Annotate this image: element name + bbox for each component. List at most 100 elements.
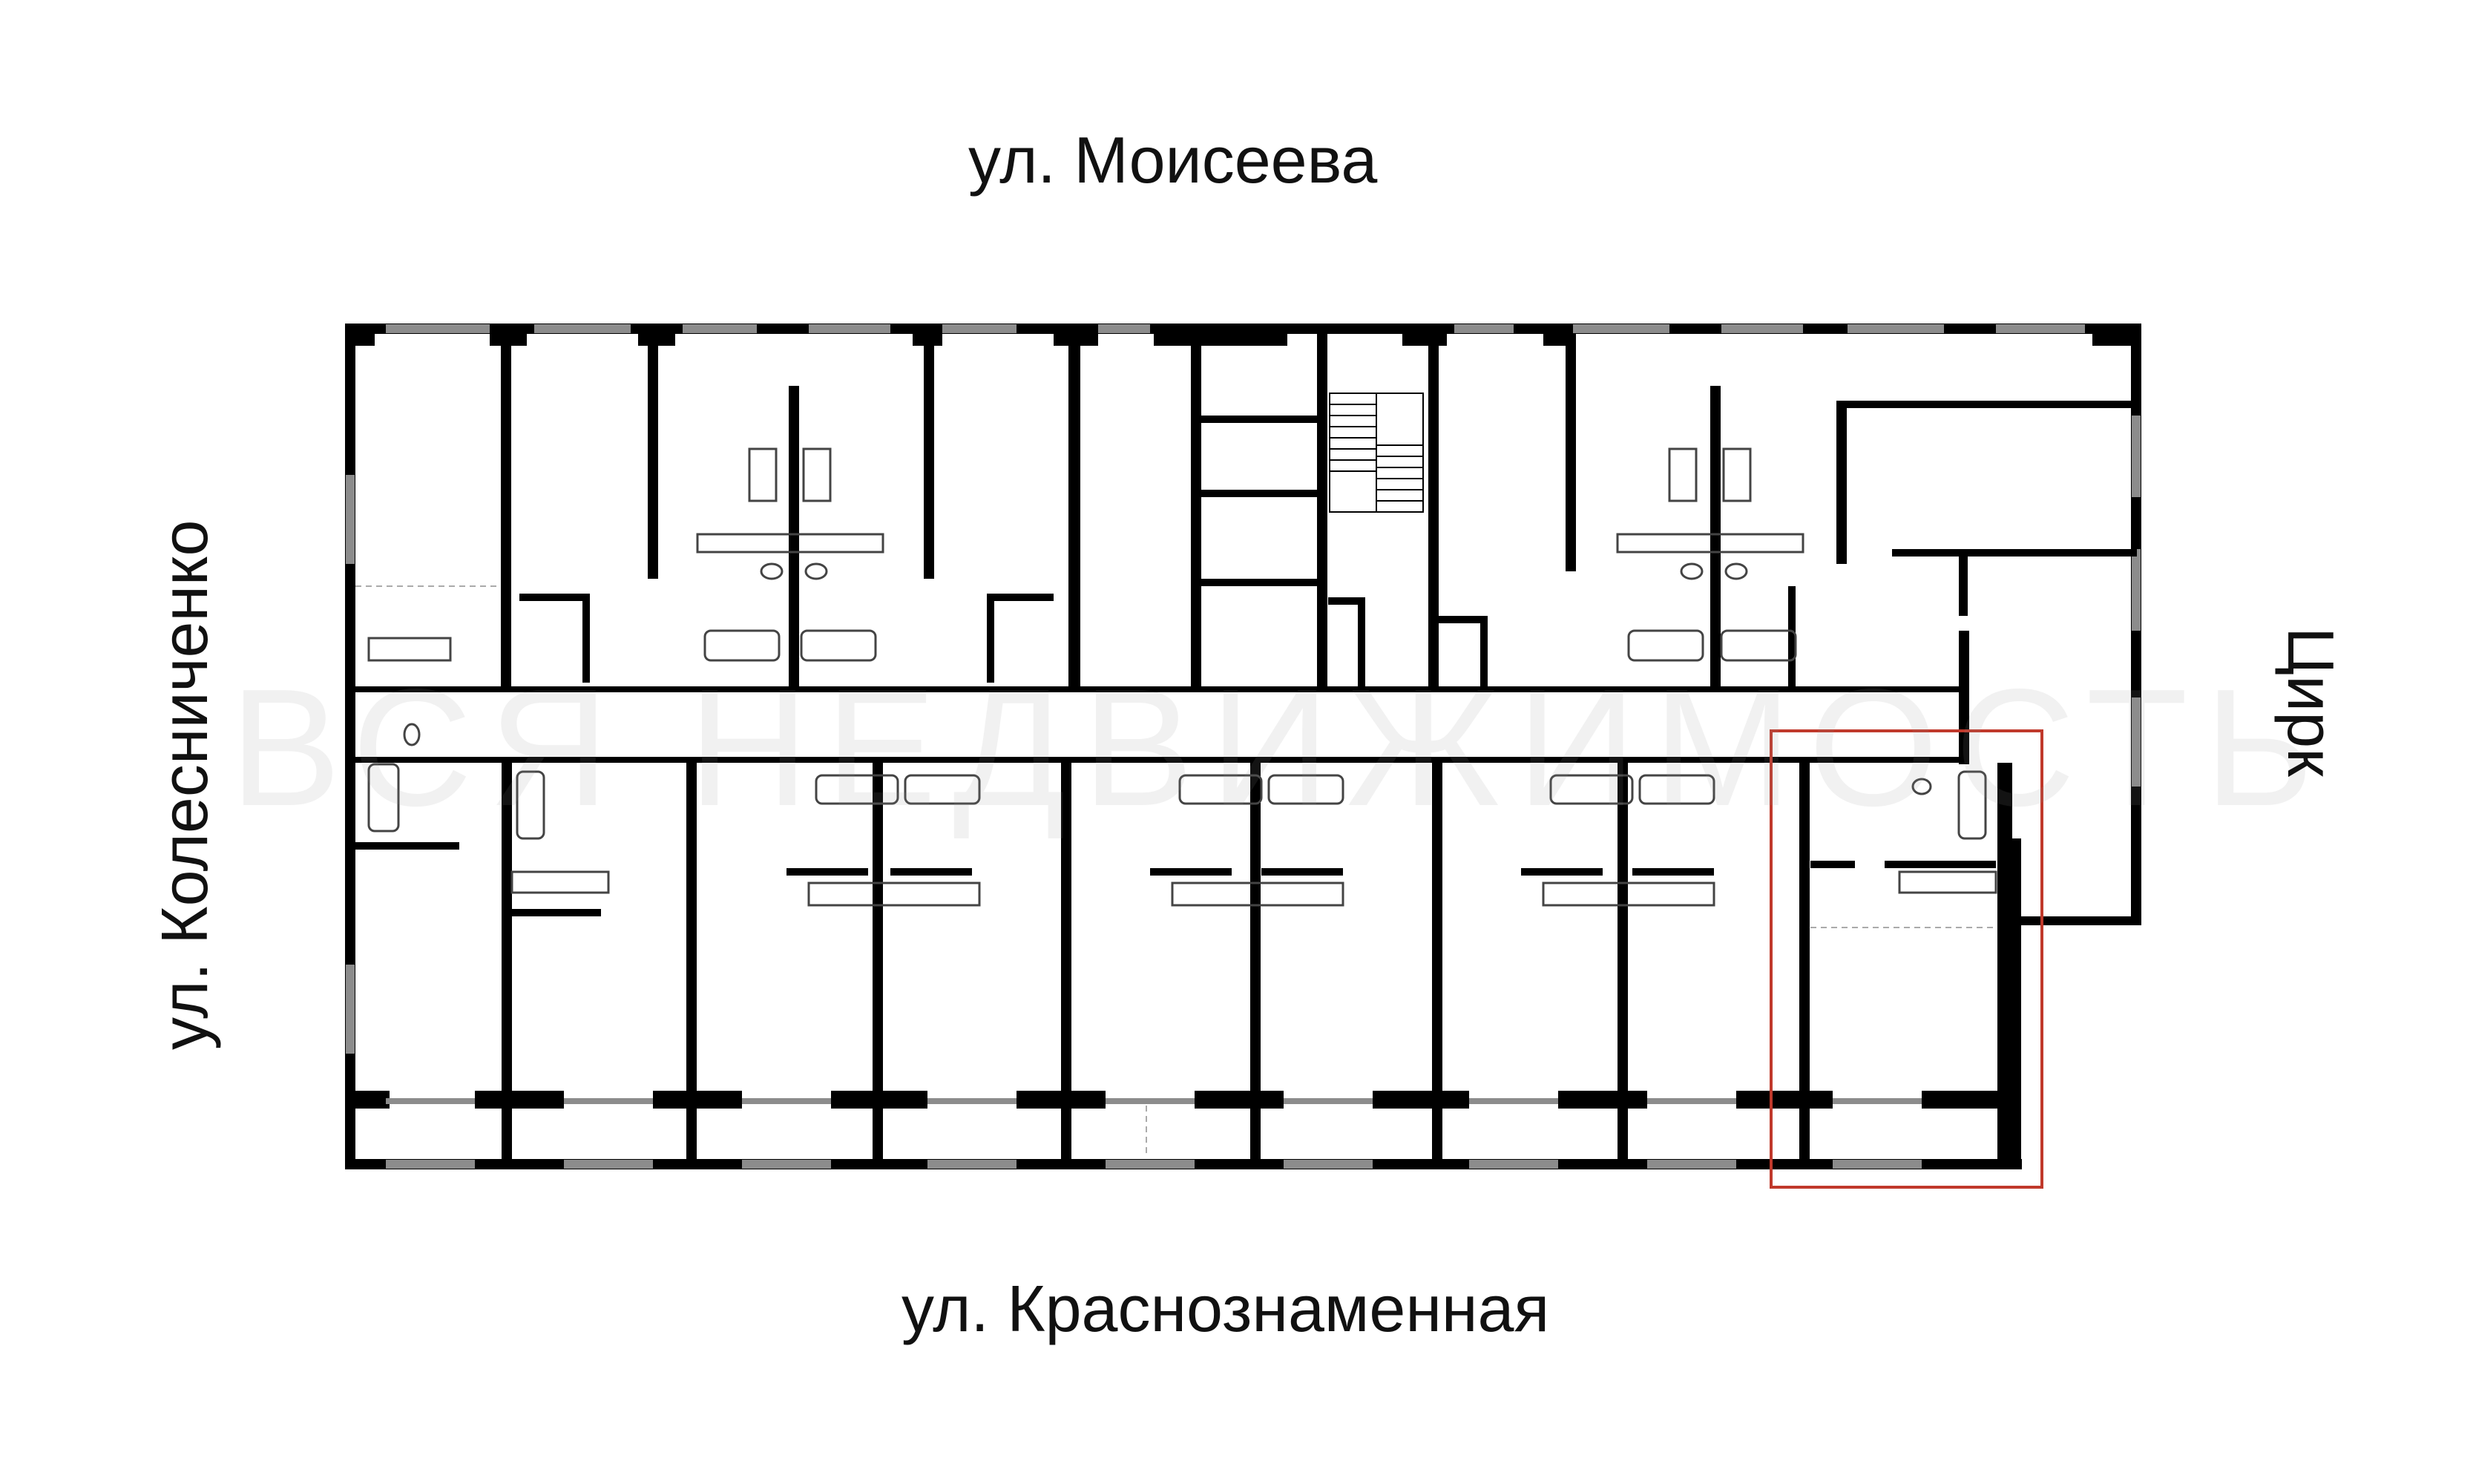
pier [1402, 324, 1447, 346]
window [1996, 324, 2085, 333]
bathtub [815, 774, 899, 805]
window [742, 1160, 831, 1169]
window [809, 324, 890, 333]
fixtures [367, 447, 1997, 907]
kitchen-stove [802, 447, 832, 502]
core-wall [1191, 490, 1317, 497]
partition [502, 763, 512, 1159]
kitchen-counter [1898, 870, 1997, 894]
toilet [1680, 562, 1704, 580]
corridor-north-wall [355, 686, 1969, 692]
partition [501, 334, 511, 690]
toilet [1911, 778, 1932, 795]
partition [1191, 334, 1201, 690]
bathtub [1957, 770, 1987, 840]
partition [789, 386, 799, 690]
loggia-glazing [386, 1098, 475, 1104]
pier [475, 1091, 564, 1109]
window [1098, 324, 1150, 333]
window [1284, 1160, 1373, 1169]
pier [653, 1091, 742, 1109]
south-partitions [355, 763, 2012, 1159]
partition [1788, 586, 1796, 690]
partition [1618, 763, 1628, 1159]
core-wall [1358, 597, 1365, 686]
window [386, 324, 490, 333]
partition [1710, 386, 1721, 690]
loggia-glazing [742, 1098, 831, 1104]
partition [686, 763, 697, 1159]
partition [1521, 868, 1603, 876]
highlighted-apartment-frame[interactable] [1770, 729, 2043, 1189]
core-wall [1328, 597, 1365, 605]
window [683, 324, 757, 333]
partition [1836, 401, 2133, 408]
window [1848, 324, 1944, 333]
window [2132, 549, 2141, 631]
corridor-south-wall [355, 757, 1969, 763]
window [386, 1160, 475, 1169]
pier [345, 324, 375, 346]
pier [1558, 1091, 1647, 1109]
kitchen-counter [807, 881, 981, 907]
partition [1959, 549, 1968, 616]
partition [1566, 334, 1576, 571]
pier [345, 1091, 390, 1109]
loggia-glazing [927, 1098, 1017, 1104]
partition [1150, 868, 1232, 876]
partition [1428, 616, 1488, 623]
window [1833, 1160, 1922, 1169]
partition [1997, 763, 2012, 1159]
window [564, 1160, 653, 1169]
partition [519, 594, 586, 601]
window [935, 324, 1017, 333]
east-lower-wall [2012, 838, 2021, 1169]
kitchen-counter [1171, 881, 1344, 907]
partition [786, 868, 868, 876]
bathtub [703, 629, 781, 662]
toilet [804, 562, 828, 580]
partition [890, 868, 972, 876]
kitchen-stove [748, 447, 778, 502]
partition [1428, 334, 1439, 690]
partition [648, 334, 658, 579]
loggia-glazing [1284, 1098, 1373, 1104]
pier [1736, 1091, 1833, 1109]
window [2132, 697, 2141, 787]
partition [873, 763, 883, 1159]
pier [1373, 1091, 1469, 1109]
window [346, 475, 355, 564]
bathtub [367, 763, 400, 833]
partition [512, 909, 601, 916]
partition [1432, 763, 1442, 1159]
south-loggia [386, 1098, 1922, 1104]
partition [1632, 868, 1714, 876]
dashed-lines [355, 585, 1996, 1158]
partition [1892, 549, 2137, 556]
bathtub [1178, 774, 1263, 805]
loggia-glazing [1647, 1098, 1736, 1104]
kitchen-stove [1722, 447, 1752, 502]
loggia-glazing [1469, 1098, 1558, 1104]
window [927, 1160, 1017, 1169]
window [1469, 1160, 1558, 1169]
bathtub [1627, 629, 1704, 662]
windows [346, 324, 2141, 1169]
core-wall [1191, 416, 1317, 423]
partition [1250, 763, 1261, 1159]
kitchen-counter [1542, 881, 1715, 907]
window [346, 965, 355, 1054]
street-label-north: ул. Моисеева [968, 123, 1378, 197]
toilet [1724, 562, 1748, 580]
pier [2092, 324, 2141, 346]
toilet [403, 723, 421, 746]
east-notch-wall [2003, 916, 2141, 925]
loggia-glazing [1833, 1098, 1922, 1104]
window [1454, 324, 1514, 333]
stairwell [1329, 393, 1424, 513]
loggia-glazing [1106, 1098, 1195, 1104]
bathtub [1638, 774, 1715, 805]
bathtub [800, 629, 877, 662]
partition [1885, 861, 1996, 868]
